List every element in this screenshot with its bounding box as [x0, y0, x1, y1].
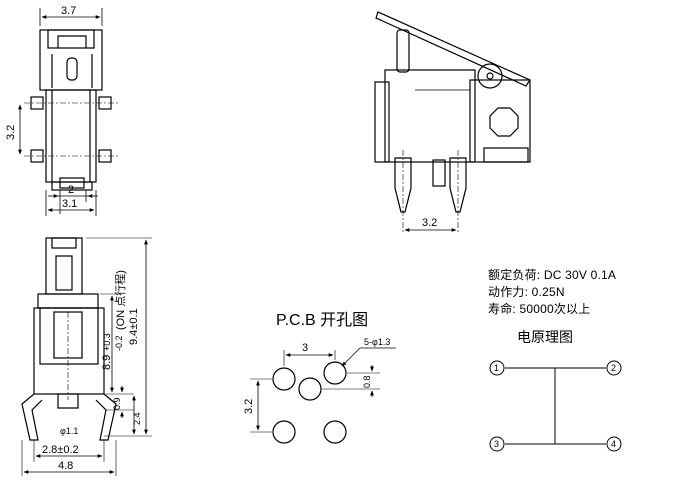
- pcb-title: P.C.B 开孔图: [276, 312, 369, 329]
- dim-on-tol-upper: +0.3: [102, 333, 112, 351]
- front-view: φ1.1 9.4±0.1 8.9 +0.3 -0.2 (ON 点行程) 0.9 …: [21, 237, 152, 476]
- pcb-hole-5: [323, 420, 347, 444]
- pcb-hole-pattern: 3 5-φ1.3 3.2 0.8: [243, 337, 396, 444]
- terminal-2-label: 2: [611, 363, 616, 373]
- pcb-pitch-x-label: 3: [302, 342, 308, 354]
- pad-bottom-left: [30, 149, 44, 163]
- dim-on-height-label: 8.9: [101, 355, 113, 370]
- terminal-4-circle: [606, 436, 622, 452]
- terminal-3-label: 3: [494, 439, 499, 449]
- pcb-hole-2: [323, 361, 347, 385]
- pcb-hole-1: [272, 367, 296, 391]
- dim-width-label: 3.7: [61, 5, 76, 17]
- spec-life: 寿命: 50000次以上: [488, 302, 591, 316]
- dim-overall-width-label: 4.8: [58, 460, 73, 472]
- dim-on-tol-lower: -0.2: [114, 335, 124, 351]
- pcb-hole-4: [272, 420, 296, 444]
- spec-rating: 额定负荷: DC 30V 0.1A: [488, 268, 617, 282]
- side-view: 3.2: [374, 11, 531, 234]
- top-view: 3.7 3.2 2 3.1: [5, 5, 120, 216]
- pcb-hole-count-label: 5-φ1.3: [364, 337, 390, 347]
- pin-right: [449, 157, 467, 213]
- terminal-1-circle: [489, 360, 505, 376]
- dim-base-width-label: 3.1: [62, 198, 77, 210]
- dim-offset-label: 0.9: [112, 397, 122, 410]
- terminal-1-label: 1: [494, 363, 499, 373]
- dim-pin-span-label: 2.8±0.2: [42, 444, 79, 456]
- terminal-2-circle: [606, 360, 622, 376]
- dim-on-note: (ON 点行程): [114, 270, 127, 330]
- terminal-left: [21, 393, 43, 441]
- pcb-pitch-y-label: 3.2: [243, 399, 255, 414]
- mount-octagon: [489, 107, 519, 137]
- dim-hole-label: φ1.1: [60, 426, 78, 436]
- spec-force: 动作力: 0.25N: [488, 285, 565, 299]
- schematic-title: 电原理图: [517, 329, 573, 345]
- schematic: 1 2 3 4: [489, 360, 622, 452]
- terminal-3-circle: [489, 436, 505, 452]
- terminal-4-label: 4: [611, 439, 616, 449]
- dim-pin-length-label: 2.4: [132, 412, 142, 425]
- dim-pin-pitch-label: 2: [68, 184, 74, 196]
- pad-top-left: [30, 96, 44, 110]
- dim-height-label: 3.2: [5, 125, 17, 140]
- dim-total-height-label: 9.4±0.1: [128, 308, 140, 345]
- pcb-offset-label: 0.8: [362, 375, 372, 388]
- pin-left: [394, 157, 412, 213]
- dim-side-pitch-label: 3.2: [422, 217, 437, 229]
- pcb-hole-3: [298, 377, 322, 401]
- roller-circle: [477, 63, 503, 89]
